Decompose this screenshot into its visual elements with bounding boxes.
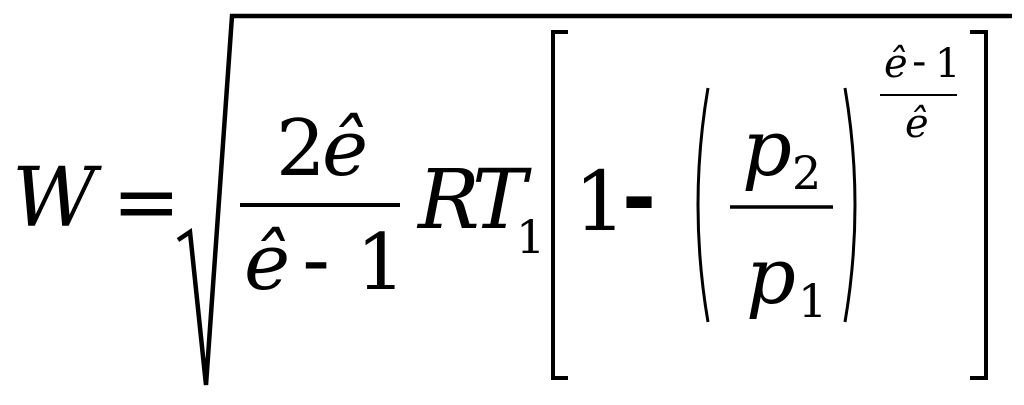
temperature-T: T: [472, 153, 527, 248]
pressure-p1: p: [746, 232, 796, 322]
equals-sign: =: [112, 155, 181, 250]
pressure-p1-subscript: 1: [798, 274, 828, 328]
right-bracket: [970, 30, 988, 380]
denominator-e-hat: ê: [244, 218, 291, 308]
denominator-one: 1: [356, 218, 406, 308]
numerator-two: 2: [276, 104, 326, 194]
pressure-p2: p: [742, 104, 792, 194]
right-paren: [843, 87, 857, 323]
bracket-minus: -: [622, 151, 657, 246]
lhs-variable: W: [12, 151, 97, 246]
left-bracket: [551, 30, 568, 380]
temperature-subscript: 1: [516, 210, 546, 264]
exponent-numerator-one: 1: [935, 41, 961, 87]
left-paren: [696, 87, 710, 323]
exponent-numerator-e-hat: ê: [884, 41, 908, 87]
radical-sign: [176, 13, 1012, 386]
exponent-denominator-e-hat: ê: [905, 101, 929, 147]
gas-constant-R: R: [418, 153, 480, 248]
exponent-numerator-minus: -: [912, 39, 927, 85]
bracket-one: 1: [574, 155, 627, 250]
denominator-minus: -: [302, 216, 331, 306]
numerator-e-hat: ê: [322, 104, 369, 194]
pressure-p2-subscript: 2: [792, 146, 822, 200]
